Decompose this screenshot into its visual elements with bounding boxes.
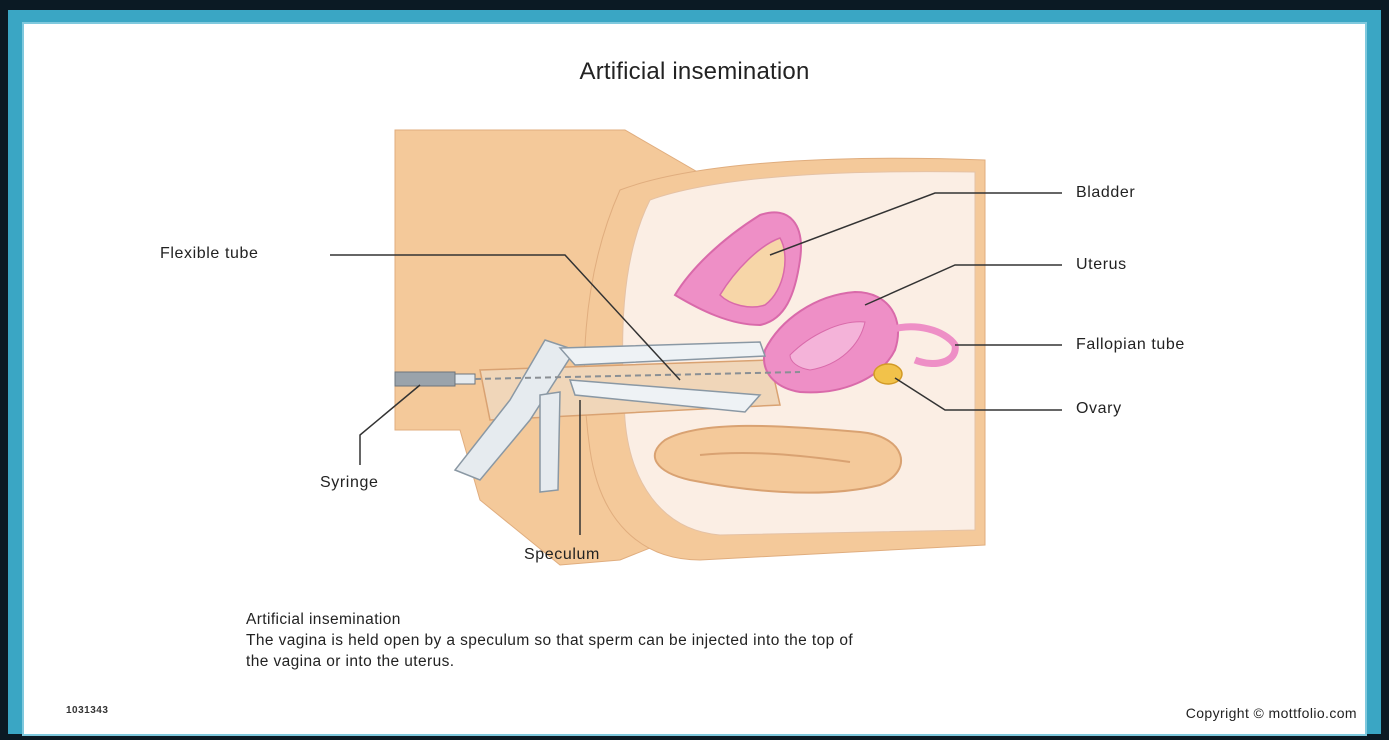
label-bladder: Bladder [1076, 184, 1135, 202]
caption-heading: Artificial insemination [246, 609, 1246, 630]
syringe-shape [395, 372, 455, 386]
diagram-title: Artificial insemination [0, 58, 1389, 86]
diagram-caption: Artificial insemination The vagina is he… [246, 609, 1246, 672]
label-speculum: Speculum [524, 546, 600, 564]
copyright-text: Copyright © mottfolio.com [1186, 705, 1357, 721]
speculum-handle [540, 392, 560, 492]
label-syringe: Syringe [320, 474, 378, 492]
ovary-shape [874, 364, 902, 384]
caption-line-2: the vagina or into the uterus. [246, 651, 1246, 672]
label-ovary: Ovary [1076, 400, 1122, 418]
label-fallopian-tube: Fallopian tube [1076, 336, 1185, 354]
syringe-plunger [455, 374, 475, 384]
label-flexible-tube: Flexible tube [160, 245, 259, 263]
label-uterus: Uterus [1076, 256, 1127, 274]
caption-line-1: The vagina is held open by a speculum so… [246, 630, 1246, 651]
image-id: 1031343 [66, 705, 108, 716]
